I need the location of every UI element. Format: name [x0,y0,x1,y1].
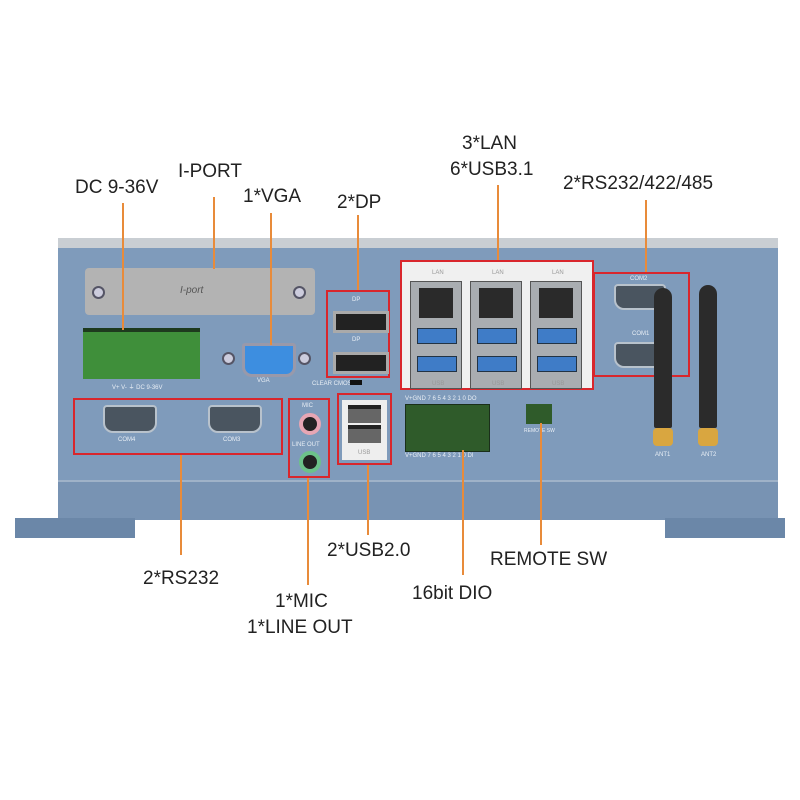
callout-line-iport [213,197,215,269]
com-highlight [593,272,690,377]
antenna-1-connector [653,428,673,446]
com4-label: COM4 [118,437,136,443]
antenna-1[interactable] [654,288,672,428]
callout-line-rs232 [180,455,182,555]
dp-port-1[interactable] [333,311,389,333]
callout-line-vga [270,213,272,345]
callout-iport: I-PORT [178,161,243,182]
callout-rs232: 2*RS232 [143,568,220,589]
callout-line-usb2 [367,465,369,535]
clear-cmos-label: CLEAR CMOS [312,381,352,387]
antenna-2[interactable] [699,285,717,428]
dp-label: DP [352,297,361,303]
ant1-label: ANT1 [655,452,671,458]
callout-line-remote [540,423,542,545]
ant2-label: ANT2 [701,452,717,458]
usb2-port-1[interactable] [348,405,381,423]
remote-switch-terminal[interactable] [526,404,552,424]
mounting-foot-right [665,518,785,538]
callout-dc: DC 9-36V [75,177,159,198]
dc-power-terminal [83,328,200,379]
dc-label: V+ V- ⏚ DC 9-36V [112,385,163,391]
screw-icon [222,352,235,365]
callout-vga: 1*VGA [243,186,302,207]
lan-label: LAN [492,270,504,276]
com1-label: COM1 [632,331,650,337]
usb2-label: USB [358,450,371,456]
mounting-foot-left [15,518,135,538]
callout-remote: REMOTE SW [490,549,608,570]
vga-label: VGA [257,378,270,384]
callout-usb2: 2*USB2.0 [327,540,411,561]
callout-com: 2*RS232/422/485 [563,173,714,194]
mic-jack[interactable] [299,413,321,435]
screw-icon [92,286,105,299]
callout-line-audio [307,478,309,585]
usb2-highlight [337,393,392,465]
lan-label: LAN [552,270,564,276]
lan-usb-stack-3[interactable] [530,281,582,389]
lan-label: LAN [432,270,444,276]
com2-label: COM2 [630,276,648,282]
remote-sw-label: REMOTE SW [524,428,555,434]
clear-cmos-switch[interactable] [350,380,362,385]
dp-highlight [326,290,390,378]
callout-lan: 3*LAN [462,133,517,154]
dp-label: DP [352,337,361,343]
dio-out-label: V+GND 7 6 5 4 3 2 1 0 DO [405,396,477,402]
callout-line-dc [122,203,124,330]
iport-label: I-port [180,285,204,296]
dio-in-label: V+GND 7 6 5 4 3 2 1 0 DI [405,453,474,459]
callout-dio: 16bit DIO [412,583,493,604]
screw-icon [293,286,306,299]
line-out-label: LINE OUT [292,442,320,448]
rs232-highlight [73,398,283,455]
com3-port[interactable] [208,405,262,433]
callout-line-dio [462,450,464,575]
callout-line-out: 1*LINE OUT [247,617,353,638]
vga-port[interactable] [242,343,296,377]
chassis-top-rail [58,238,778,248]
line-out-jack[interactable] [299,451,321,473]
callout-line-lan [497,185,499,260]
audio-highlight [288,398,330,478]
usb2-port-2[interactable] [348,425,381,443]
usb-label: USB [552,381,565,387]
callout-line-dp [357,215,359,290]
dp-port-2[interactable] [333,352,389,374]
dio-terminal[interactable] [405,404,490,452]
lan-usb-stack-2[interactable] [470,281,522,389]
callout-line-com [645,200,647,272]
com4-port[interactable] [103,405,157,433]
usb-label: USB [492,381,505,387]
usb-label: USB [432,381,445,387]
mic-label: MIC [302,403,313,409]
screw-icon [298,352,311,365]
callout-mic: 1*MIC [275,591,328,612]
lan-usb-stack-1[interactable] [410,281,462,389]
chassis-bottom [58,480,778,520]
callout-dp: 2*DP [337,192,382,213]
callout-usb31: 6*USB3.1 [450,159,534,180]
com3-label: COM3 [223,437,241,443]
antenna-2-connector [698,428,718,446]
